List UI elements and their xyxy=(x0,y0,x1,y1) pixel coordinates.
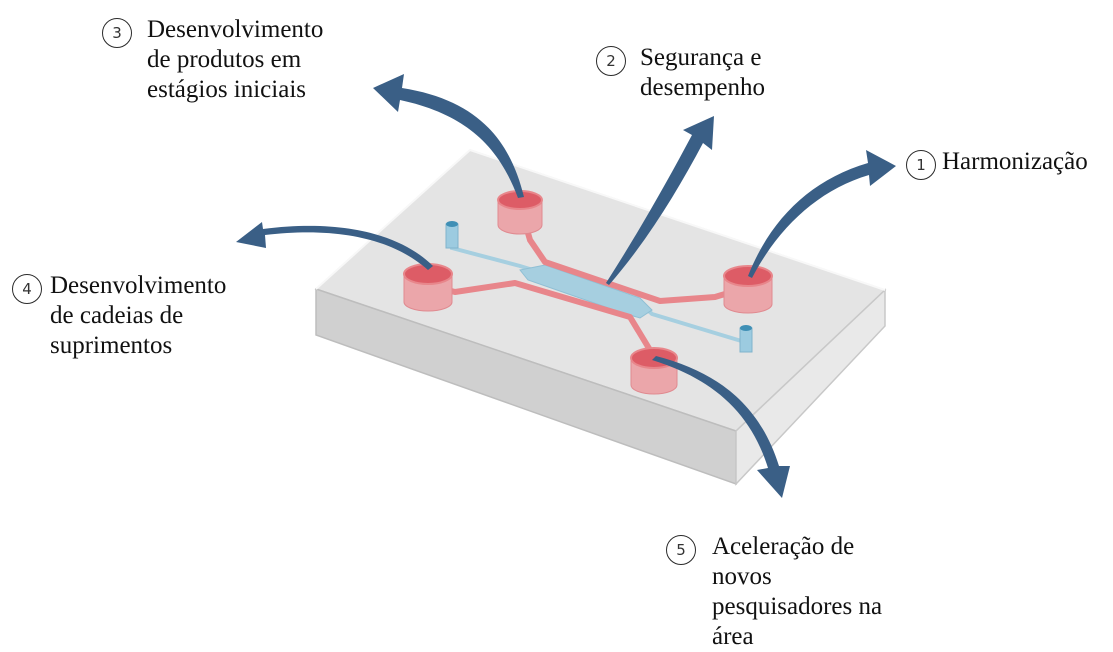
label-4-line-1: Desenvolvimento xyxy=(50,272,227,299)
label-2-text: Segurança e desempenho xyxy=(640,43,765,103)
reservoir-right xyxy=(723,265,773,314)
arrow-4-icon xyxy=(236,222,433,270)
number-badge-5: 5 xyxy=(666,535,696,565)
arrow-3-icon xyxy=(373,74,524,198)
label-3-line-3: estágios iniciais xyxy=(147,76,306,103)
label-5-line-1: Aceleração de xyxy=(712,533,855,560)
chip-highlight-edge xyxy=(315,148,886,291)
number-badge-1: 1 xyxy=(906,150,936,180)
reservoir-bottom xyxy=(630,347,678,395)
arrows xyxy=(236,74,896,498)
label-5-line-2: novos xyxy=(712,563,772,590)
label-3-line-1: Desenvolvimento xyxy=(147,16,324,43)
label-2: 2 Segurança e desempenho xyxy=(596,43,765,103)
label-5: 5 Aceleração de novos pesquisadores na á… xyxy=(666,532,882,652)
label-4-line-2: de cadeias de xyxy=(50,302,184,329)
microfluidic-chip xyxy=(314,148,887,486)
arrow-2-icon xyxy=(606,116,714,285)
chip-right-face xyxy=(735,288,886,486)
number-badge-3: 3 xyxy=(102,18,132,48)
label-4-line-3: suprimentos xyxy=(50,332,173,359)
reservoir-top xyxy=(497,190,543,235)
label-4: 4 Desenvolvimento de cadeias de suprimen… xyxy=(12,271,226,361)
red-channel-upper xyxy=(517,204,749,304)
label-5-text: Aceleração de novos pesquisadores na áre… xyxy=(712,532,882,652)
label-1-line-1: Harmonização xyxy=(942,148,1088,175)
label-3: 3 Desenvolvimento de produtos em estágio… xyxy=(102,15,323,105)
label-1: 1 Harmonização xyxy=(906,147,1088,180)
label-3-text: Desenvolvimento de produtos em estágios … xyxy=(147,15,323,105)
label-3-line-2: de produtos em xyxy=(147,46,302,73)
blue-port-right xyxy=(739,325,753,353)
label-5-line-3: pesquisadores na xyxy=(712,593,883,620)
label-2-line-1: Segurança e xyxy=(640,44,762,71)
blue-port-left xyxy=(445,221,459,249)
label-4-text: Desenvolvimento de cadeias de suprimento… xyxy=(50,271,226,361)
arrow-5-icon xyxy=(652,356,790,498)
label-5-line-4: área xyxy=(712,623,754,650)
reservoir-left xyxy=(403,263,453,312)
label-2-line-2: desempenho xyxy=(640,74,765,101)
arrow-1-icon xyxy=(748,150,896,278)
label-1-text: Harmonização xyxy=(942,147,1088,177)
number-badge-4: 4 xyxy=(12,274,42,304)
number-badge-2: 2 xyxy=(596,46,626,76)
